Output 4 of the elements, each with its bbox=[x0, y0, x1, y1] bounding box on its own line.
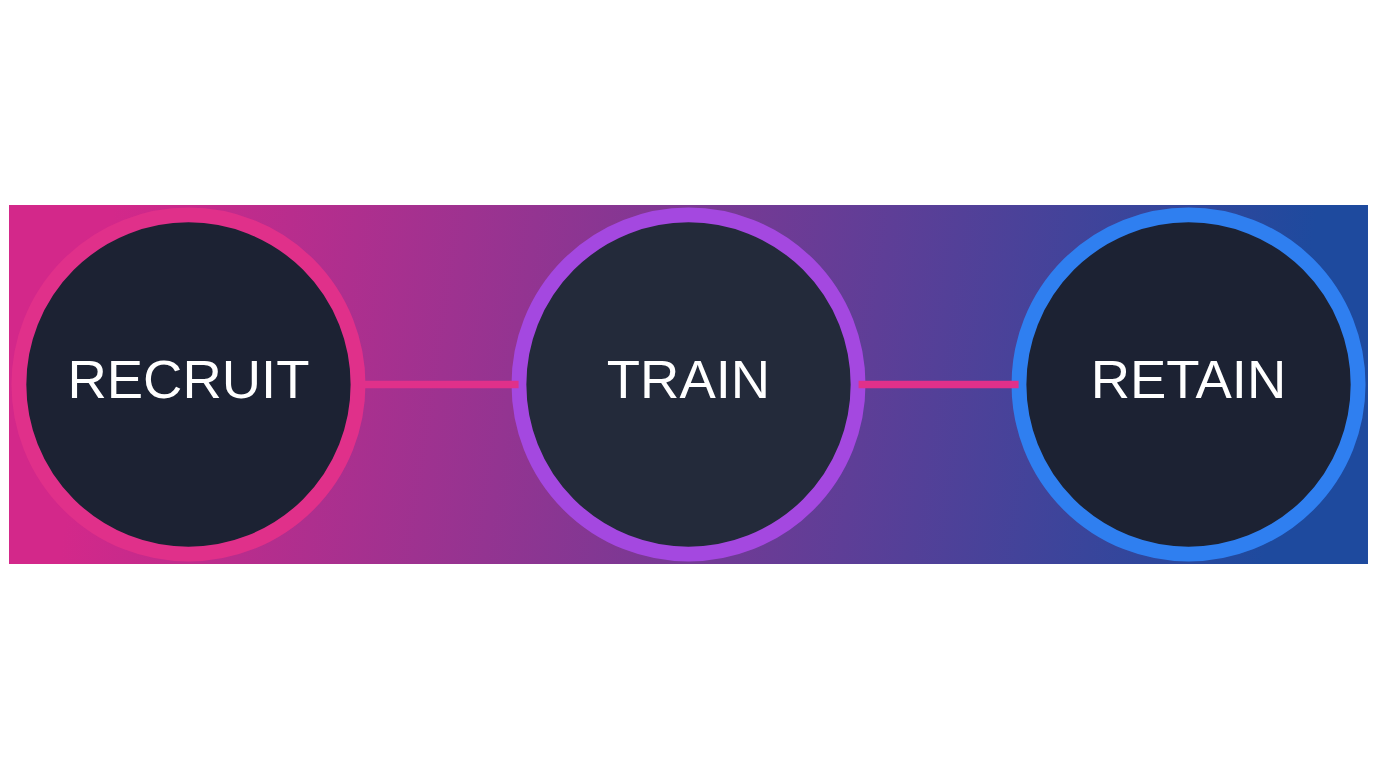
connector bbox=[858, 380, 1019, 388]
node-circle: TRAIN bbox=[511, 207, 865, 561]
node-circle: RECRUIT bbox=[10, 207, 365, 561]
node-circle: RETAIN bbox=[1011, 207, 1366, 561]
